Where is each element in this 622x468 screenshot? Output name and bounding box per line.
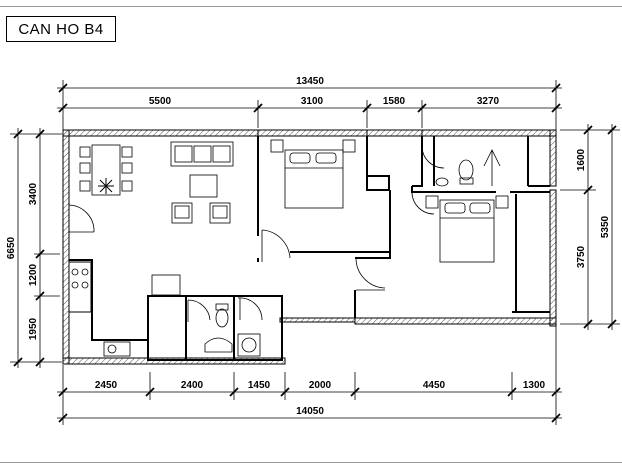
dim-bottom-5: 4450 — [423, 380, 446, 391]
coffee-table — [189, 174, 218, 198]
dim-right-2: 3750 — [576, 245, 587, 268]
dim-bottom-3: 1450 — [248, 380, 271, 391]
dim-bottom-2: 2400 — [181, 380, 204, 391]
interior-walls — [68, 136, 550, 361]
dim-left-3: 1950 — [28, 317, 39, 340]
dim-right-1: 1600 — [576, 148, 587, 171]
dim-top-1: 5500 — [149, 96, 172, 107]
dim-right-total: 5350 — [600, 215, 611, 238]
dimension-labels: 13450 5500 3100 1580 3270 2450 2400 1450… — [6, 76, 611, 417]
bed-2 — [439, 199, 495, 263]
bottom-rule — [0, 462, 622, 463]
sofa — [170, 141, 234, 167]
bed-1 — [284, 149, 344, 209]
dining-table — [91, 144, 121, 196]
top-rule — [0, 6, 622, 7]
dimension-ticks — [13, 83, 617, 423]
dim-bottom-4: 2000 — [309, 380, 332, 391]
dim-bottom-1: 2450 — [95, 380, 118, 391]
dim-top-2: 3100 — [301, 96, 324, 107]
dim-bottom-6: 1300 — [523, 380, 546, 391]
dim-top-total: 13450 — [296, 76, 324, 87]
furniture — [71, 139, 509, 357]
exterior-walls — [62, 129, 557, 365]
doors — [68, 145, 445, 322]
dim-top-3: 1580 — [383, 96, 406, 107]
plan-title: CAN HO B4 — [6, 16, 116, 42]
dim-top-4: 3270 — [477, 96, 500, 107]
dim-left-1: 3400 — [28, 182, 39, 205]
dim-left-total: 6650 — [6, 236, 17, 259]
dim-left-2: 1200 — [28, 263, 39, 286]
dim-bottom-total: 14050 — [296, 406, 324, 417]
